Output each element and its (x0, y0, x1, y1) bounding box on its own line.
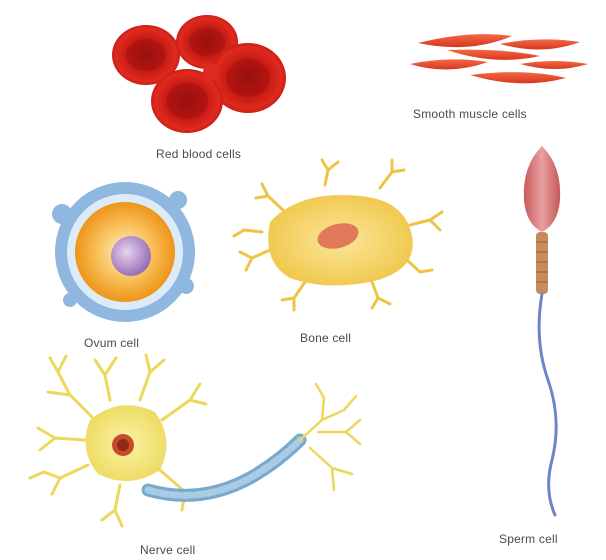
sperm-cell-illustration (524, 146, 560, 515)
ovum-cell-illustration (52, 182, 195, 322)
bone-cell-label: Bone cell (300, 331, 351, 345)
sperm-cell-label: Sperm cell (499, 532, 558, 546)
smooth-muscle-cells-label: Smooth muscle cells (413, 107, 527, 121)
red-blood-cells-illustration (112, 15, 286, 133)
red-blood-cells-label: Red blood cells (156, 147, 241, 161)
smooth-muscle-cells-illustration (410, 34, 588, 83)
bone-cell-illustration (234, 160, 442, 310)
nerve-cell-label: Nerve cell (140, 543, 195, 557)
ovum-cell-label: Ovum cell (84, 336, 139, 350)
nerve-cell-illustration (30, 355, 360, 526)
